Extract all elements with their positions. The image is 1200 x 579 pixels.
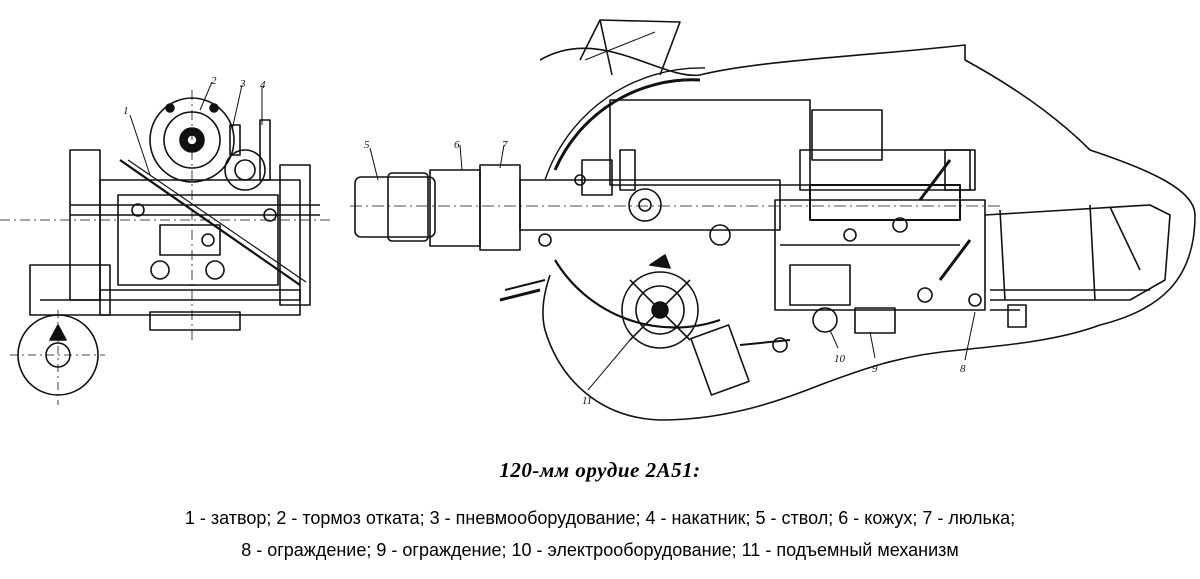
callout-11: 11 <box>582 395 592 407</box>
front-view <box>0 81 330 405</box>
hull-outline <box>539 44 1196 421</box>
callout-3: 3 <box>239 78 246 90</box>
barrel-muzzle <box>354 176 436 238</box>
recuperator-drum <box>224 149 266 191</box>
elevating-mechanism <box>621 271 699 349</box>
callout-10: 10 <box>834 353 846 365</box>
turret-top <box>579 19 681 76</box>
cradle-front <box>479 164 521 251</box>
mantlet-ring <box>553 78 701 171</box>
legend-line-2: 8 - ограждение; 9 - ограждение; 10 - эле… <box>241 540 959 560</box>
barrel-jacket <box>429 169 481 247</box>
breech-housing <box>99 179 301 301</box>
callout-9: 9 <box>872 363 878 375</box>
upper-housing <box>609 99 811 186</box>
gun-drawing-svg: 1 2 3 4 5 6 7 8 9 10 11 <box>0 19 1196 421</box>
callout-4: 4 <box>260 79 266 91</box>
callout-5: 5 <box>364 139 370 151</box>
guard-rail <box>984 204 1171 301</box>
legend-line-1: 1 - затвор; 2 - тормоз отката; 3 - пневм… <box>184 508 1016 528</box>
lower-mechanism <box>774 199 986 311</box>
callout-6: 6 <box>454 139 460 151</box>
callout-2: 2 <box>211 75 217 87</box>
callout-1: 1 <box>123 105 129 117</box>
figure-title: 120-мм орудие 2А51: <box>499 458 701 482</box>
callout-8: 8 <box>960 363 966 375</box>
callout-7: 7 <box>502 139 508 151</box>
side-view <box>350 19 1196 421</box>
technical-drawing: 1 2 3 4 5 6 7 8 9 10 11 <box>0 19 1196 421</box>
